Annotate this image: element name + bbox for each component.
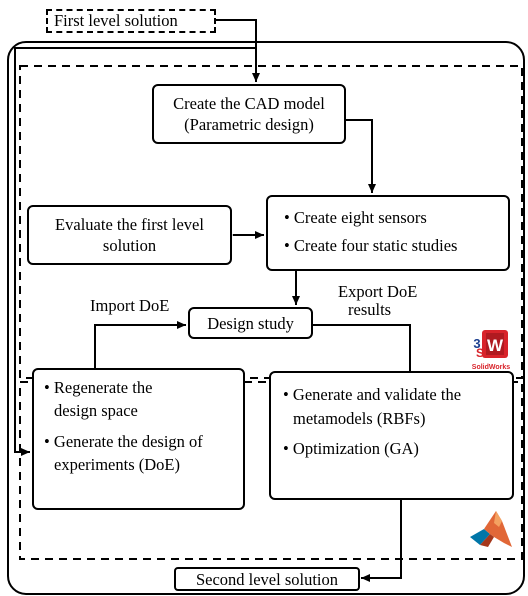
import-doe-label: Import DoE <box>90 296 170 315</box>
cad-line-1: Create the CAD model <box>173 94 325 113</box>
metamodels-item-cont: metamodels (RBFs) <box>283 407 512 431</box>
sensors-item: • Create eight sensors <box>284 208 427 227</box>
regenerate-text-2: design space <box>54 401 138 420</box>
regenerate-design-space-node: • Regenerate the design space • Generate… <box>32 368 245 510</box>
metamodels-text-1: Generate and validate the <box>292 385 462 404</box>
generate-doe-text-2: experiments (DoE) <box>54 455 180 474</box>
svg-text:S: S <box>476 346 484 360</box>
edge-start-to-cad <box>214 19 260 82</box>
sensors-studies-node: • Create eight sensors • Create four sta… <box>266 195 510 271</box>
regenerate-text-1: Regenerate the <box>53 378 153 397</box>
design-study-label: Design study <box>207 313 294 333</box>
generate-doe-item: • Generate the design of <box>44 432 203 451</box>
svg-text:3: 3 <box>473 336 480 351</box>
edge-start-loop-to-regenerate <box>14 47 256 456</box>
svg-text:SolidWorks: SolidWorks <box>472 364 510 371</box>
static-studies-text: Create four static studies <box>293 236 458 255</box>
svg-text:W: W <box>487 336 504 355</box>
matlab-logo-icon <box>470 511 512 547</box>
outer-frame <box>7 41 525 595</box>
export-doe-label-line-2: results <box>348 300 392 319</box>
evaluate-first-level-node: Evaluate the first level solution <box>27 205 232 265</box>
second-level-solution-node: Second level solution <box>174 567 360 591</box>
metamodels-item: • Generate and validate the <box>283 385 462 404</box>
solidworks-logo-icon: W 3 S SolidWorks <box>472 330 510 371</box>
regenerate-item: • Regenerate the <box>44 378 153 397</box>
matlab-region <box>19 381 523 560</box>
sensors-text: Create eight sensors <box>293 208 427 227</box>
edge-to-second-level <box>361 500 402 582</box>
generate-doe-text-1: Generate the design of <box>53 432 203 451</box>
first-level-solution-node: First level solution <box>46 9 216 33</box>
first-level-solution-label: First level solution <box>54 11 178 30</box>
evaluate-line-1: Evaluate the first level <box>55 215 204 234</box>
evaluate-line-2: solution <box>102 236 157 255</box>
metamodels-optimization-node: • Generate and validate the metamodels (… <box>269 371 514 500</box>
static-studies-item: • Create four static studies <box>284 236 458 255</box>
regenerate-item-cont: design space <box>44 399 243 422</box>
generate-doe-item-cont: experiments (DoE) <box>44 453 243 476</box>
export-doe-label-line-1: Export DoE <box>338 282 418 301</box>
second-level-solution-label: Second level solution <box>195 569 339 589</box>
optimization-item: • Optimization (GA) <box>283 439 419 458</box>
metamodels-text-2: metamodels (RBFs) <box>293 409 426 428</box>
optimization-text: Optimization (GA) <box>292 439 419 458</box>
edge-import-doe <box>94 321 186 368</box>
edge-cad-to-sensors <box>345 119 376 193</box>
cad-line-2: (Parametric design) <box>184 115 314 134</box>
create-cad-model-node: Create the CAD model (Parametric design) <box>152 84 346 144</box>
design-study-node: Design study <box>188 307 313 339</box>
